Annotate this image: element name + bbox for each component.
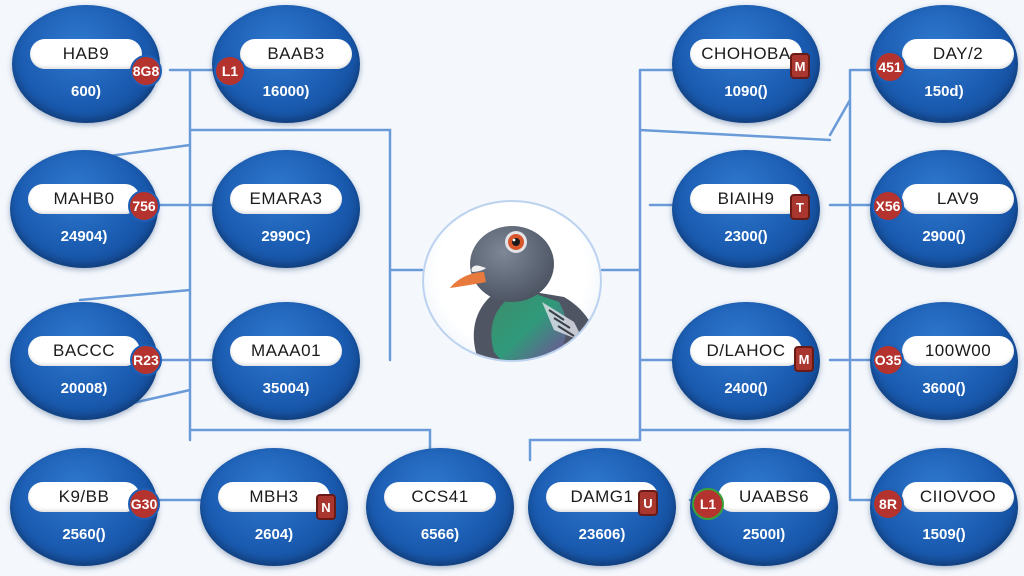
node-badge: 8G8	[130, 55, 162, 87]
node-label: MAHB0	[28, 184, 140, 214]
node-ciiovoo[interactable]: CIIOVOO 1509() 8R	[870, 448, 1018, 566]
node-label: CIIOVOO	[902, 482, 1014, 512]
node-label: MBH3	[218, 482, 330, 512]
node-label: LAV9	[902, 184, 1014, 214]
node-uaabs6[interactable]: UAABS6 2500I) L1	[690, 448, 838, 566]
node-value: 6566)	[420, 526, 460, 543]
node-label: CCS41	[384, 482, 496, 512]
node-badge: U	[638, 490, 658, 516]
node-label: DAY/2	[902, 39, 1014, 69]
node-value: 35004)	[262, 380, 310, 397]
node-emara3[interactable]: EMARA3 2990C)	[212, 150, 360, 268]
node-value: 23606)	[578, 526, 626, 543]
node-badge: M	[794, 346, 814, 372]
node-label: BACCC	[28, 336, 140, 366]
node-badge: O35	[872, 344, 904, 376]
node-label: BIAIH9	[690, 184, 802, 214]
node-k9bb[interactable]: K9/BB 2560() G30	[10, 448, 160, 566]
node-value: 2604)	[254, 526, 294, 543]
node-100w00[interactable]: 100W00 3600() O35	[870, 302, 1018, 420]
node-value: 1090()	[724, 83, 768, 100]
node-label: CHOHOBA	[690, 39, 802, 69]
node-badge: N	[316, 494, 336, 520]
node-value: 2300()	[724, 228, 768, 245]
node-badge: 8R	[872, 488, 904, 520]
node-value: 3600()	[922, 380, 966, 397]
node-value: 20008)	[60, 380, 108, 397]
node-badge: T	[790, 194, 810, 220]
node-chohoba[interactable]: CHOHOBA 1090() M	[672, 5, 820, 123]
node-value: 2900()	[922, 228, 966, 245]
node-badge: L1	[692, 488, 724, 520]
node-badge: R23	[130, 344, 162, 376]
node-day2[interactable]: DAY/2 150d) 451	[870, 5, 1018, 123]
node-badge: G30	[128, 488, 160, 520]
node-badge: L1	[214, 55, 246, 87]
node-badge: 756	[128, 190, 160, 222]
node-label: BAAB3	[240, 39, 352, 69]
node-label: HAB9	[30, 39, 142, 69]
node-label: 100W00	[902, 336, 1014, 366]
node-badge: M	[790, 53, 810, 79]
node-dlahoc[interactable]: D/LAHOC 2400() M	[672, 302, 820, 420]
node-label: D/LAHOC	[690, 336, 802, 366]
pigeon-icon	[450, 226, 598, 360]
node-mahb0[interactable]: MAHB0 24904) 756	[10, 150, 160, 268]
node-value: 600)	[70, 83, 102, 100]
node-lav9[interactable]: LAV9 2900() X56	[870, 150, 1018, 268]
node-ccs41[interactable]: CCS41 6566)	[366, 448, 514, 566]
node-value: 16000)	[262, 83, 310, 100]
node-badge: 451	[874, 51, 906, 83]
node-hab9[interactable]: HAB9 600) 8G8	[12, 5, 162, 123]
node-badge: X56	[872, 190, 904, 222]
node-label: UAABS6	[718, 482, 830, 512]
node-value: 2560()	[62, 526, 106, 543]
node-value: 2500I)	[742, 526, 786, 543]
node-mbh3[interactable]: MBH3 2604) N	[200, 448, 348, 566]
node-value: 2400()	[724, 380, 768, 397]
center-node	[422, 200, 602, 362]
node-damg1[interactable]: DAMG1 23606) U	[528, 448, 676, 566]
node-value: 2990C)	[261, 228, 311, 245]
node-label: EMARA3	[230, 184, 342, 214]
node-label: MAAA01	[230, 336, 342, 366]
node-value: 24904)	[60, 228, 108, 245]
node-value: 150d)	[924, 83, 964, 100]
node-label: K9/BB	[28, 482, 140, 512]
node-baab3[interactable]: BAAB3 16000) L1	[212, 5, 360, 123]
node-baccc[interactable]: BACCC 20008) R23	[10, 302, 162, 420]
node-maaa01[interactable]: MAAA01 35004)	[212, 302, 360, 420]
node-biaih9[interactable]: BIAIH9 2300() T	[672, 150, 820, 268]
node-value: 1509()	[922, 526, 966, 543]
